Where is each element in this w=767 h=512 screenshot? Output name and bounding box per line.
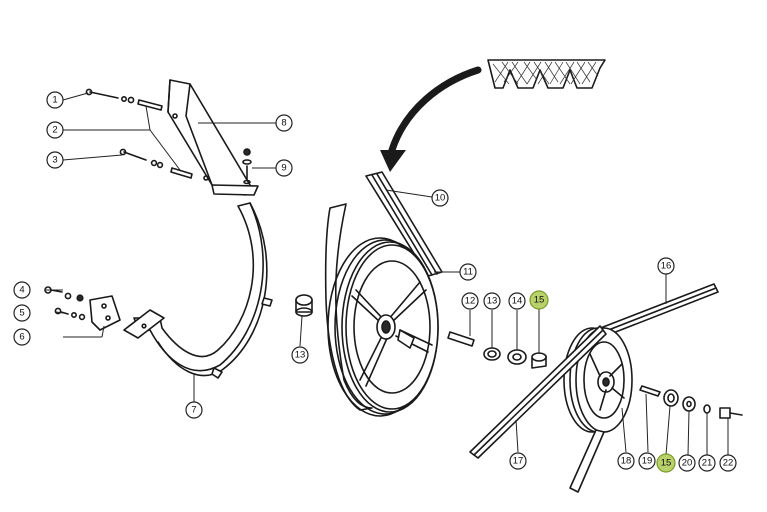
callout-12[interactable]: 12	[461, 292, 479, 310]
clamp-plate-6	[89, 295, 121, 331]
pin-12	[447, 331, 475, 347]
belt-17	[469, 325, 607, 493]
bearing-14	[507, 349, 527, 365]
bolt-4	[44, 286, 84, 302]
callout-17[interactable]: 17	[509, 452, 527, 470]
bushing-13-left	[295, 294, 313, 317]
svg-text:18: 18	[621, 456, 632, 467]
spacer-tube-2a	[137, 99, 163, 111]
svg-text:4: 4	[19, 285, 24, 296]
callout-14[interactable]: 14	[508, 292, 526, 310]
svg-text:19: 19	[642, 456, 653, 467]
callout-10[interactable]: 10	[431, 189, 449, 207]
washer-20	[682, 396, 696, 412]
callout-13-left[interactable]: 13	[291, 346, 309, 364]
large-pulley-11	[324, 203, 439, 417]
leader-lines	[46, 92, 729, 456]
svg-text:8: 8	[281, 118, 286, 129]
svg-text:13: 13	[487, 296, 498, 307]
svg-text:9: 9	[281, 163, 286, 174]
direction-arrow	[380, 66, 482, 172]
callout-3[interactable]: 3	[46, 151, 64, 169]
belt-cross-section	[487, 59, 606, 89]
callout-15-lower[interactable]: 15	[656, 453, 676, 473]
callout-1[interactable]: 1	[46, 91, 64, 109]
spacer-tube-2b	[170, 167, 193, 179]
callout-11[interactable]: 11	[459, 263, 477, 281]
callout-5[interactable]: 5	[13, 304, 31, 322]
callout-19[interactable]: 19	[638, 452, 656, 470]
callout-2[interactable]: 2	[46, 121, 64, 139]
callout-20[interactable]: 20	[678, 454, 696, 472]
callout-16[interactable]: 16	[657, 257, 675, 275]
svg-text:15: 15	[661, 458, 672, 469]
bolt-5	[54, 307, 86, 321]
svg-text:21: 21	[702, 458, 713, 469]
spacer-15-lower	[663, 389, 679, 407]
svg-text:20: 20	[682, 458, 693, 469]
svg-text:6: 6	[19, 332, 24, 343]
callout-4[interactable]: 4	[13, 281, 31, 299]
svg-text:14: 14	[512, 296, 523, 307]
svg-text:5: 5	[19, 308, 24, 319]
pin-19	[639, 385, 661, 397]
svg-text:2: 2	[52, 125, 57, 136]
callout-9[interactable]: 9	[275, 159, 293, 177]
callout-22[interactable]: 22	[719, 454, 737, 472]
svg-text:17: 17	[513, 456, 524, 467]
bolt-1	[85, 88, 135, 104]
callout-18[interactable]: 18	[617, 452, 635, 470]
svg-text:15: 15	[534, 295, 545, 306]
bolt-9	[242, 148, 252, 185]
svg-text:10: 10	[435, 193, 446, 204]
callout-15-upper[interactable]: 15	[529, 290, 549, 310]
callout-13-right[interactable]: 13	[483, 292, 501, 310]
svg-text:7: 7	[191, 405, 196, 416]
bolt-22	[719, 407, 743, 419]
bushing-13-right	[483, 347, 501, 361]
svg-text:12: 12	[465, 296, 476, 307]
svg-text:11: 11	[463, 267, 473, 278]
mounting-bracket	[167, 79, 259, 196]
spacer-15-upper	[531, 352, 547, 369]
callout-21[interactable]: 21	[698, 454, 716, 472]
svg-text:16: 16	[661, 261, 672, 272]
callout-8[interactable]: 8	[275, 114, 293, 132]
svg-text:3: 3	[52, 155, 57, 166]
callout-7[interactable]: 7	[185, 401, 203, 419]
guard-strap	[123, 202, 273, 379]
svg-text:1: 1	[52, 95, 57, 106]
bolt-3	[119, 148, 164, 169]
washer-21	[703, 404, 711, 414]
svg-text:22: 22	[723, 458, 734, 469]
small-pulley-18	[563, 327, 633, 433]
callout-6[interactable]: 6	[13, 328, 31, 346]
svg-text:13: 13	[295, 350, 306, 361]
